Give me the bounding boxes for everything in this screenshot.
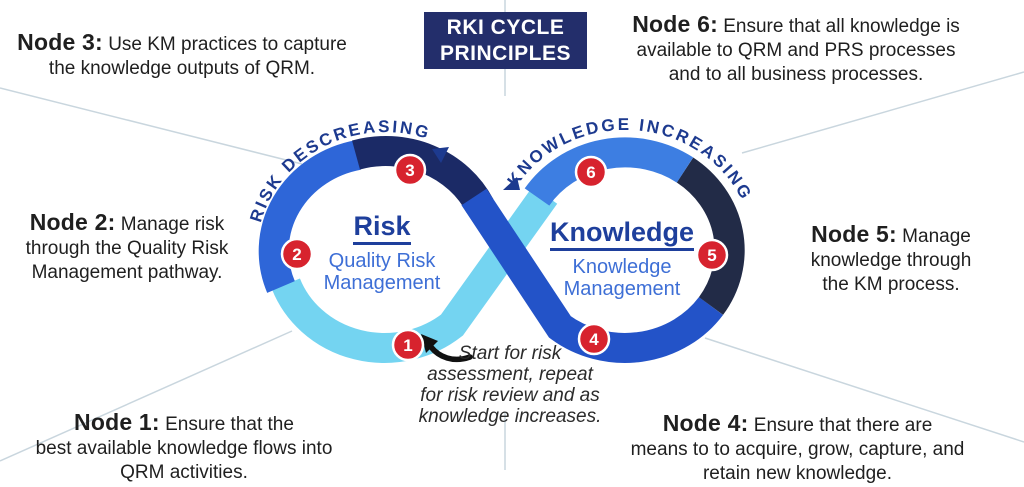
node-5-description: Node 5: Manage knowledge through the KM …: [780, 222, 1002, 297]
node-6-badge-number: 6: [586, 163, 595, 182]
node-2-badge-circle: [280, 237, 314, 271]
node-5-badge: 5: [695, 238, 729, 272]
start-arrow-shaft: [428, 344, 473, 363]
diagram-title-text: RKI CYCLE PRINCIPLES: [439, 15, 572, 65]
node-6-badge-circle: [574, 155, 608, 189]
node-2-badge-number: 2: [292, 245, 301, 264]
node-5-badge-circle: [695, 238, 729, 272]
node-6-badge: 6: [574, 155, 608, 189]
knowledge-direction-arrowhead-icon: [503, 177, 520, 190]
node-3-badge-circle: [393, 153, 427, 187]
node-3-badge: 3: [393, 153, 427, 187]
node-3-label: Node 3:: [17, 29, 103, 55]
node-3-badge-number: 3: [405, 161, 414, 180]
diagram-title: RKI CYCLE PRINCIPLES: [424, 12, 587, 69]
divider-line: [704, 337, 1024, 443]
node-6-description: Node 6: Ensure that all knowledge is ava…: [612, 12, 980, 87]
node-4-badge-number: 4: [589, 330, 599, 349]
node-6-text: Ensure that all knowledge is available t…: [636, 16, 960, 85]
node-badges: 1 2 3 4 5 6: [280, 153, 729, 362]
risk-direction-arrowhead-icon: [432, 147, 449, 163]
node-6-label: Node 6:: [632, 11, 718, 37]
node-1-badge: 1: [391, 328, 425, 362]
node-1-description: Node 1: Ensure that the best available k…: [8, 410, 360, 485]
risk-loop-subtitle: Quality Risk Management: [323, 250, 441, 294]
node-2-description: Node 2: Manage risk through the Quality …: [2, 210, 252, 285]
start-annotation: Start for risk assessment, repeat for ri…: [418, 343, 602, 427]
knowledge-loop-subtitle: Knowledge Management: [563, 256, 681, 300]
node-1-badge-circle: [391, 328, 425, 362]
knowledge-top-band: [524, 137, 694, 206]
knowledge-right-band: [676, 157, 745, 315]
risk-left-band: [258, 140, 362, 293]
node-2-text: Manage risk through the Quality Risk Man…: [25, 214, 229, 283]
node-3-description: Node 3: Use KM practices to capture the …: [6, 30, 358, 81]
divider-line: [741, 71, 1024, 154]
knowledge-loop-title: Knowledge: [549, 218, 694, 251]
crossing-band: [461, 188, 724, 363]
divider-line: [0, 87, 303, 165]
node-4-badge-circle: [577, 322, 611, 356]
start-arrow-head: [421, 334, 438, 353]
knowledge-loop-label: Knowledge Knowledge Management: [532, 218, 712, 300]
risk-top-band: [352, 136, 494, 214]
node-1-badge-number: 1: [403, 336, 412, 355]
node-1-label: Node 1:: [74, 409, 160, 435]
node-4-badge: 4: [577, 322, 611, 356]
node-2-label: Node 2:: [29, 209, 116, 235]
node-2-badge: 2: [280, 237, 314, 271]
node-4-label: Node 4:: [662, 410, 749, 436]
start-here-arrow-icon: [421, 334, 473, 363]
divider-lines: [0, 0, 1024, 470]
node-5-label: Node 5:: [811, 221, 897, 247]
divider-line: [0, 330, 293, 462]
node-5-text: Manage knowledge through the KM process.: [810, 226, 972, 295]
node-5-badge-number: 5: [707, 246, 716, 265]
cyan-knowledge-band: [272, 186, 558, 363]
node-3-text: Use KM practices to capture the knowledg…: [48, 34, 347, 79]
node-4-description: Node 4: Ensure that there are means to t…: [610, 411, 985, 486]
risk-loop-title: Risk: [353, 212, 411, 245]
risk-loop-label: Risk Quality Risk Management: [292, 212, 472, 294]
node-1-text: Ensure that the best available knowledge…: [35, 414, 333, 483]
node-4-text: Ensure that there are means to to acquir…: [630, 415, 965, 484]
